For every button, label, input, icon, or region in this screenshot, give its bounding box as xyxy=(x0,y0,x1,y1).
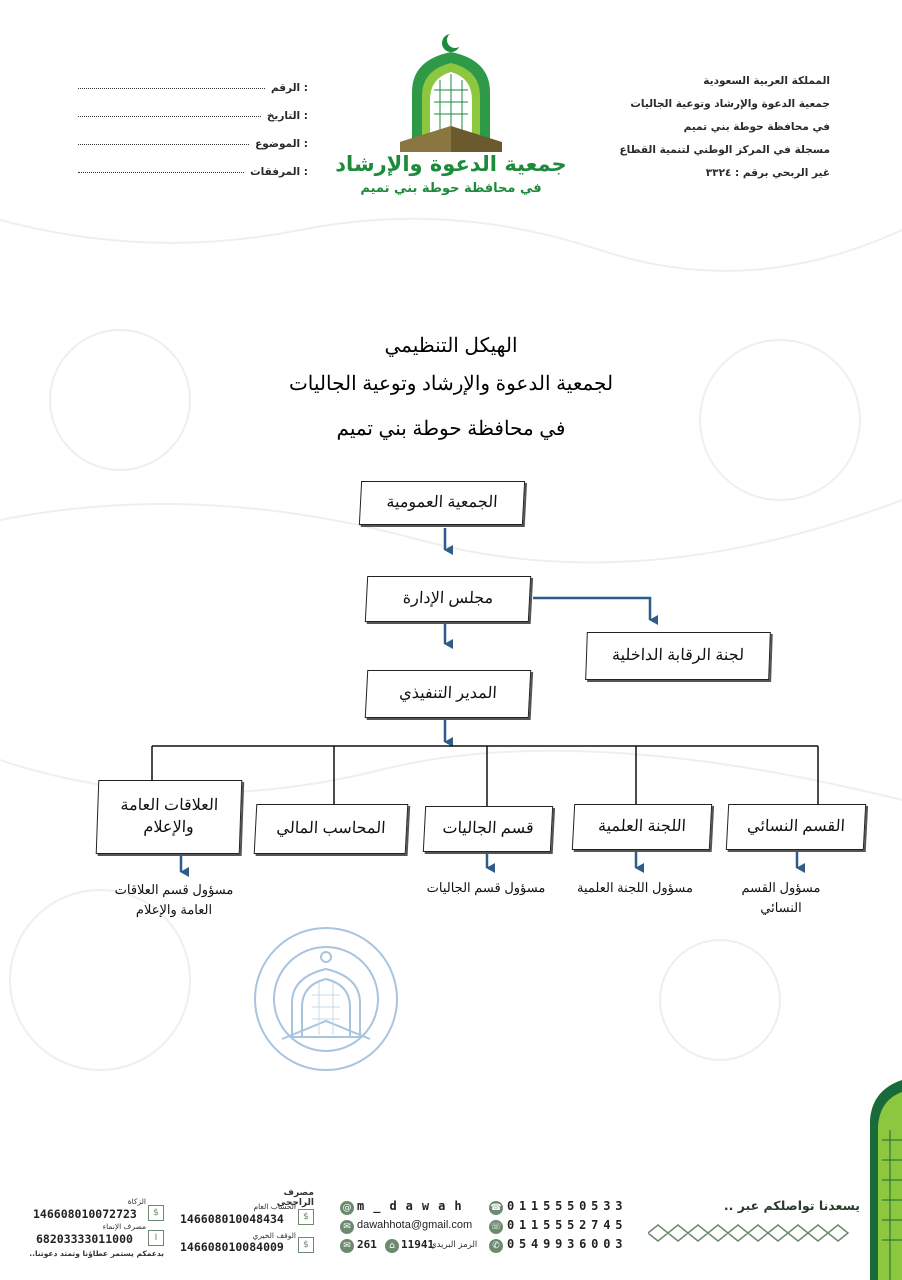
logo-subtitle: في محافظة حوطة بني تميم xyxy=(360,181,542,196)
decorative-corner-pattern-icon xyxy=(870,1080,902,1280)
footer-decorative-band xyxy=(648,1222,854,1244)
field-date-blank xyxy=(78,102,261,117)
footer-phone-1: 0115550533 xyxy=(507,1199,628,1213)
account-general-number: 146608010048434 xyxy=(180,1212,284,1226)
box-women-section: القسم النسائي xyxy=(725,804,867,850)
bank-name: مصرف الراجحي xyxy=(276,1188,314,1208)
footer-phone-2: 0115552745 xyxy=(507,1218,628,1232)
page-title-line2: لجمعية الدعوة والإرشاد وتوعية الجاليات xyxy=(288,373,614,395)
box-scientific-committee: اللجنة العلمية xyxy=(571,804,713,850)
zakat-icon: $ xyxy=(148,1205,164,1221)
page-title: الهيكل التنظيمي xyxy=(384,335,518,357)
inma-bank-icon: I xyxy=(148,1230,164,1246)
zakat-account-number: 146608010072723 xyxy=(33,1207,137,1221)
footer-motto: بدعمكم يستمر عطاؤنا وتمتد دعوتنا.. xyxy=(29,1249,164,1258)
phone-icon: ☎ xyxy=(489,1201,503,1215)
footer-postal-label: الرمز البريدي xyxy=(430,1240,478,1250)
footer-phone-3: 0549936003 xyxy=(507,1237,628,1251)
footer-slogan: يسعدنا تواصلكم عبر .. xyxy=(723,1198,860,1213)
association-logo-icon xyxy=(400,32,502,152)
zakat-label: الزكاة xyxy=(127,1197,146,1206)
header-org-info: المملكة العربية السعودية جمعية الدعوة وا… xyxy=(600,70,830,185)
official-stamp-icon xyxy=(254,927,398,1071)
postal-icon: ⌂ xyxy=(385,1239,399,1253)
account-general-label: الحساب العام xyxy=(253,1202,296,1211)
header-fields: الرقم : التاريخ : الموضوع : المرفقات : xyxy=(78,74,308,186)
header-line: مسجلة في المركز الوطني لتنمية القطاع xyxy=(619,144,830,156)
account-waqf-label: الوقف الخيري xyxy=(252,1231,296,1240)
header-line: غير الربحي برقم : ٣٣٢٤ xyxy=(705,167,830,179)
social-media-icon: @ xyxy=(340,1201,354,1215)
field-subject-label: الموضوع : xyxy=(255,138,308,150)
field-attachments-label: المرفقات : xyxy=(250,166,308,178)
mobile-icon: ✆ xyxy=(489,1239,503,1253)
field-subject-blank xyxy=(78,130,250,145)
box-executive-director: المدير التنفيذي xyxy=(364,670,532,718)
field-attachments-blank xyxy=(78,158,245,173)
box-board-of-directors: مجلس الإدارة xyxy=(364,576,532,622)
email-icon: ✉ xyxy=(340,1220,354,1234)
sub-women-section-officer: مسؤول القسم النسائي xyxy=(741,880,821,915)
header-line: في محافظة حوطة بني تميم xyxy=(683,121,830,133)
footer-social-handle: m_dawah xyxy=(357,1199,471,1213)
logo-name: جمعية الدعوة والإرشاد xyxy=(335,152,567,176)
sub-communities-officer: مسؤول قسم الجاليات xyxy=(426,880,546,895)
pobox-icon: ✉ xyxy=(340,1239,354,1253)
box-general-assembly: الجمعية العمومية xyxy=(358,481,526,525)
footer-postal-code: 11941 xyxy=(401,1238,435,1251)
fax-icon: ☏ xyxy=(489,1220,503,1234)
header-line: المملكة العربية السعودية xyxy=(703,75,830,87)
header-line: جمعية الدعوة والإرشاد وتوعية الجاليات xyxy=(630,98,830,110)
waqf-account-icon: $ xyxy=(298,1237,314,1253)
field-number-label: الرقم : xyxy=(270,82,308,94)
sub-public-relations-officer: مسؤول قسم العلاقات العامة والإعلام xyxy=(114,882,234,917)
account-waqf-number: 146608010084009 xyxy=(180,1240,284,1254)
box-internal-audit-committee: لجنة الرقابة الداخلية xyxy=(585,632,771,680)
footer-email: dawahhota@gmail.com xyxy=(357,1219,473,1231)
box-financial-accountant: المحاسب المالي xyxy=(253,804,409,854)
box-public-relations-media: العلاقات العامة والإعلام xyxy=(95,780,243,854)
page-title-line3: في محافظة حوطة بني تميم xyxy=(336,418,566,440)
bank-account-icon: $ xyxy=(298,1209,314,1225)
inma-account-number: 68203333011000 xyxy=(36,1232,133,1246)
footer-pobox: 261 xyxy=(357,1238,377,1251)
field-date-label: التاريخ : xyxy=(266,110,308,122)
box-communities-section: قسم الجاليات xyxy=(422,806,554,852)
field-number-blank xyxy=(78,74,265,89)
sub-scientific-committee-officer: مسؤول اللجنة العلمية xyxy=(577,880,693,895)
inma-label: مصرف الإنماء xyxy=(102,1222,146,1231)
